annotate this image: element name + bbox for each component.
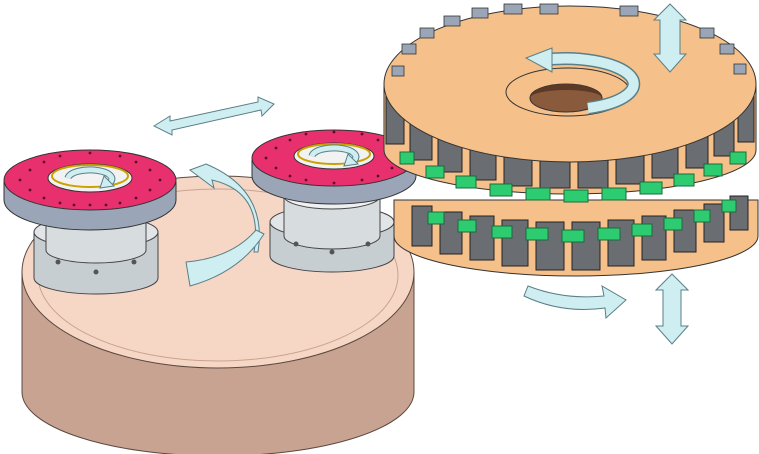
right-disc-rotate-arrowhead — [343, 153, 360, 167]
platform-rotate-arrow — [185, 163, 265, 287]
vertical-bottom-arrow — [654, 273, 690, 345]
left-disc-rotate-arrowhead — [99, 175, 116, 189]
lower-magnets — [427, 199, 737, 243]
left-disc-assembly — [3, 149, 177, 295]
upper-magnets — [399, 151, 747, 203]
left-disc-holes — [18, 151, 162, 207]
translate-horizontal-arrow — [152, 96, 275, 136]
right-spindle-body — [283, 195, 381, 250]
top-rim-tabs — [391, 3, 747, 77]
right-disc-assembly — [251, 129, 417, 273]
rotor-stack — [383, 3, 759, 277]
vertical-top-arrow — [652, 3, 688, 73]
rotor-tangential-arrow — [523, 285, 627, 320]
right-disc-holes — [264, 130, 404, 185]
rotor-rotate-arrowhead — [524, 47, 553, 73]
